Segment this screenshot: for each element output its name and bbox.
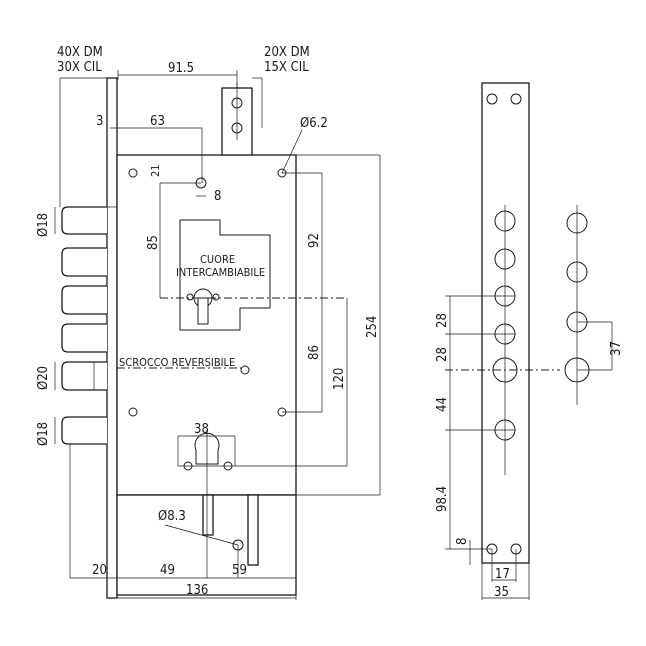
side-bolts [61,206,117,445]
dimension-59: 59 [232,563,247,578]
dimension-bolt-20: Ø20 [36,366,51,390]
bolt-throw-label-right-line2: 15X CIL [264,60,309,75]
lower-cylinder [178,430,238,510]
dimension-38: 38 [194,422,209,437]
side-faceplate [481,82,530,564]
side-dimension-35: 35 [494,585,509,600]
side-dimension-28-a: 28 [435,313,450,328]
dimension-hole-6-2: Ø6.2 [300,116,328,131]
dimension-136: 136 [186,583,208,598]
dimension-254: 254 [365,316,380,338]
side-dimension-44: 44 [435,397,450,412]
side-dimension-37: 37 [609,341,624,356]
bolt-profiles [564,205,590,405]
scrocco-hole [240,365,250,375]
scrocco-label: SCROCCO REVERSIBILE [119,356,235,369]
dimension-86: 86 [307,345,322,360]
cuore-label-line2: INTERCAMBIABILE [176,266,265,279]
bolt-throw-label-right-line1: 20X DM [264,45,310,60]
dimension-49: 49 [160,563,175,578]
front-view: 40X DM 30X CIL 20X DM 15X CIL 91.5 3 63 … [36,45,381,600]
dimension-92: 92 [307,233,322,248]
bottom-slot [202,494,259,566]
side-dimension-28-b: 28 [435,347,450,362]
dimension-hole-8-3: Ø8.3 [158,509,186,524]
dimension-8-top: 8 [214,189,221,204]
fixing-hole [128,168,138,178]
dimension-63: 63 [150,114,165,129]
side-dimension-8: 8 [455,538,470,545]
dimension-bolt-18-top: Ø18 [36,213,51,237]
fixing-hole [128,407,138,417]
cuore-label-line1: CUORE [200,253,235,266]
side-dimension-98-4: 98.4 [435,486,450,512]
dimension-bolt-18-bottom: Ø18 [36,422,51,446]
dimension-21: 21 [149,164,162,177]
dimension-20: 20 [92,563,107,578]
faceplate-strip [106,77,118,599]
dimension-120: 120 [332,368,347,390]
dimension-85: 85 [146,235,161,250]
side-dimension-17: 17 [495,567,510,582]
dimension-3: 3 [96,114,103,129]
bolt-throw-label-line2: 30X CIL [57,60,102,75]
bolt-throw-label-line1: 40X DM [57,45,103,60]
lock-case [116,154,297,496]
top-bolt-tab [221,82,253,156]
side-view: 28 28 44 98.4 8 37 17 35 [435,82,624,600]
dimension-91-5: 91.5 [168,61,194,76]
